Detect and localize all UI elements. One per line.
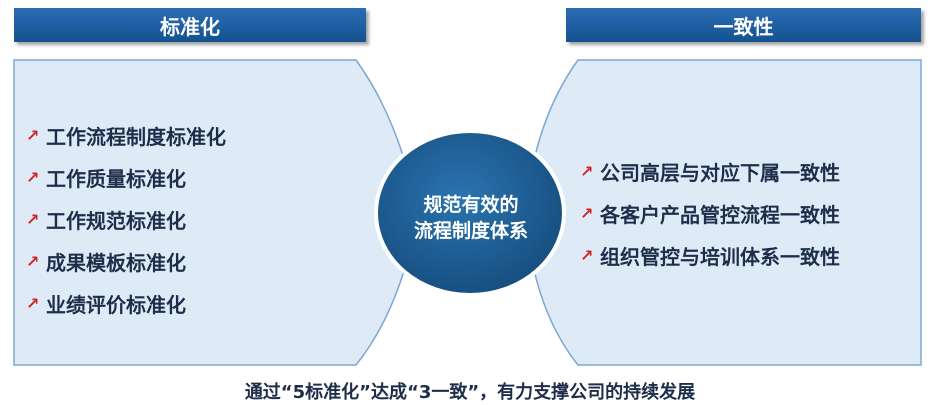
- center-label-line1: 规范有效的: [423, 194, 519, 216]
- list-item: ↗ 组织管控与培训体系一致性: [580, 234, 840, 276]
- list-item: ↗ 公司高层与对应下属一致性: [580, 150, 840, 192]
- list-item-label: 工作流程制度标准化: [46, 124, 226, 149]
- list-item: ↗ 工作质量标准化: [26, 156, 226, 198]
- arrow-up-right-icon: ↗: [26, 209, 40, 229]
- standardization-list: ↗ 工作流程制度标准化 ↗ 工作质量标准化 ↗ 工作规范标准化 ↗ 成果模板标准…: [26, 114, 226, 324]
- list-item: ↗ 业绩评价标准化: [26, 282, 226, 324]
- center-circle: [374, 129, 566, 297]
- arrow-up-right-icon: ↗: [580, 245, 594, 265]
- list-item-label: 公司高层与对应下属一致性: [600, 160, 840, 185]
- consistency-header: 一致性: [566, 8, 921, 42]
- list-item-label: 成果模板标准化: [46, 250, 186, 275]
- list-item: ↗ 工作流程制度标准化: [26, 114, 226, 156]
- list-item-label: 业绩评价标准化: [46, 292, 186, 317]
- list-item: ↗ 成果模板标准化: [26, 240, 226, 282]
- list-item: ↗ 工作规范标准化: [26, 198, 226, 240]
- list-item-label: 工作规范标准化: [46, 208, 186, 233]
- list-item: ↗ 各客户产品管控流程一致性: [580, 192, 840, 234]
- center-label-line2: 流程制度体系: [413, 220, 528, 242]
- center-circle-label: 规范有效的 流程制度体系: [386, 192, 556, 244]
- consistency-list: ↗ 公司高层与对应下属一致性 ↗ 各客户产品管控流程一致性 ↗ 组织管控与培训体…: [580, 150, 840, 276]
- standardization-header-label: 标准化: [160, 14, 220, 39]
- arrow-up-right-icon: ↗: [26, 251, 40, 271]
- arrow-up-right-icon: ↗: [26, 125, 40, 145]
- arrow-up-right-icon: ↗: [580, 161, 594, 181]
- consistency-header-label: 一致性: [713, 14, 774, 39]
- arrow-up-right-icon: ↗: [26, 293, 40, 313]
- list-item-label: 各客户产品管控流程一致性: [600, 202, 840, 227]
- list-item-label: 组织管控与培训体系一致性: [600, 244, 840, 269]
- arrow-up-right-icon: ↗: [580, 203, 594, 223]
- list-item-label: 工作质量标准化: [46, 166, 186, 191]
- arrow-up-right-icon: ↗: [26, 167, 40, 187]
- footer-caption: 通过“5标准化”达成“3一致”，有力支撑公司的持续发展: [244, 382, 696, 403]
- standardization-header: 标准化: [14, 8, 366, 42]
